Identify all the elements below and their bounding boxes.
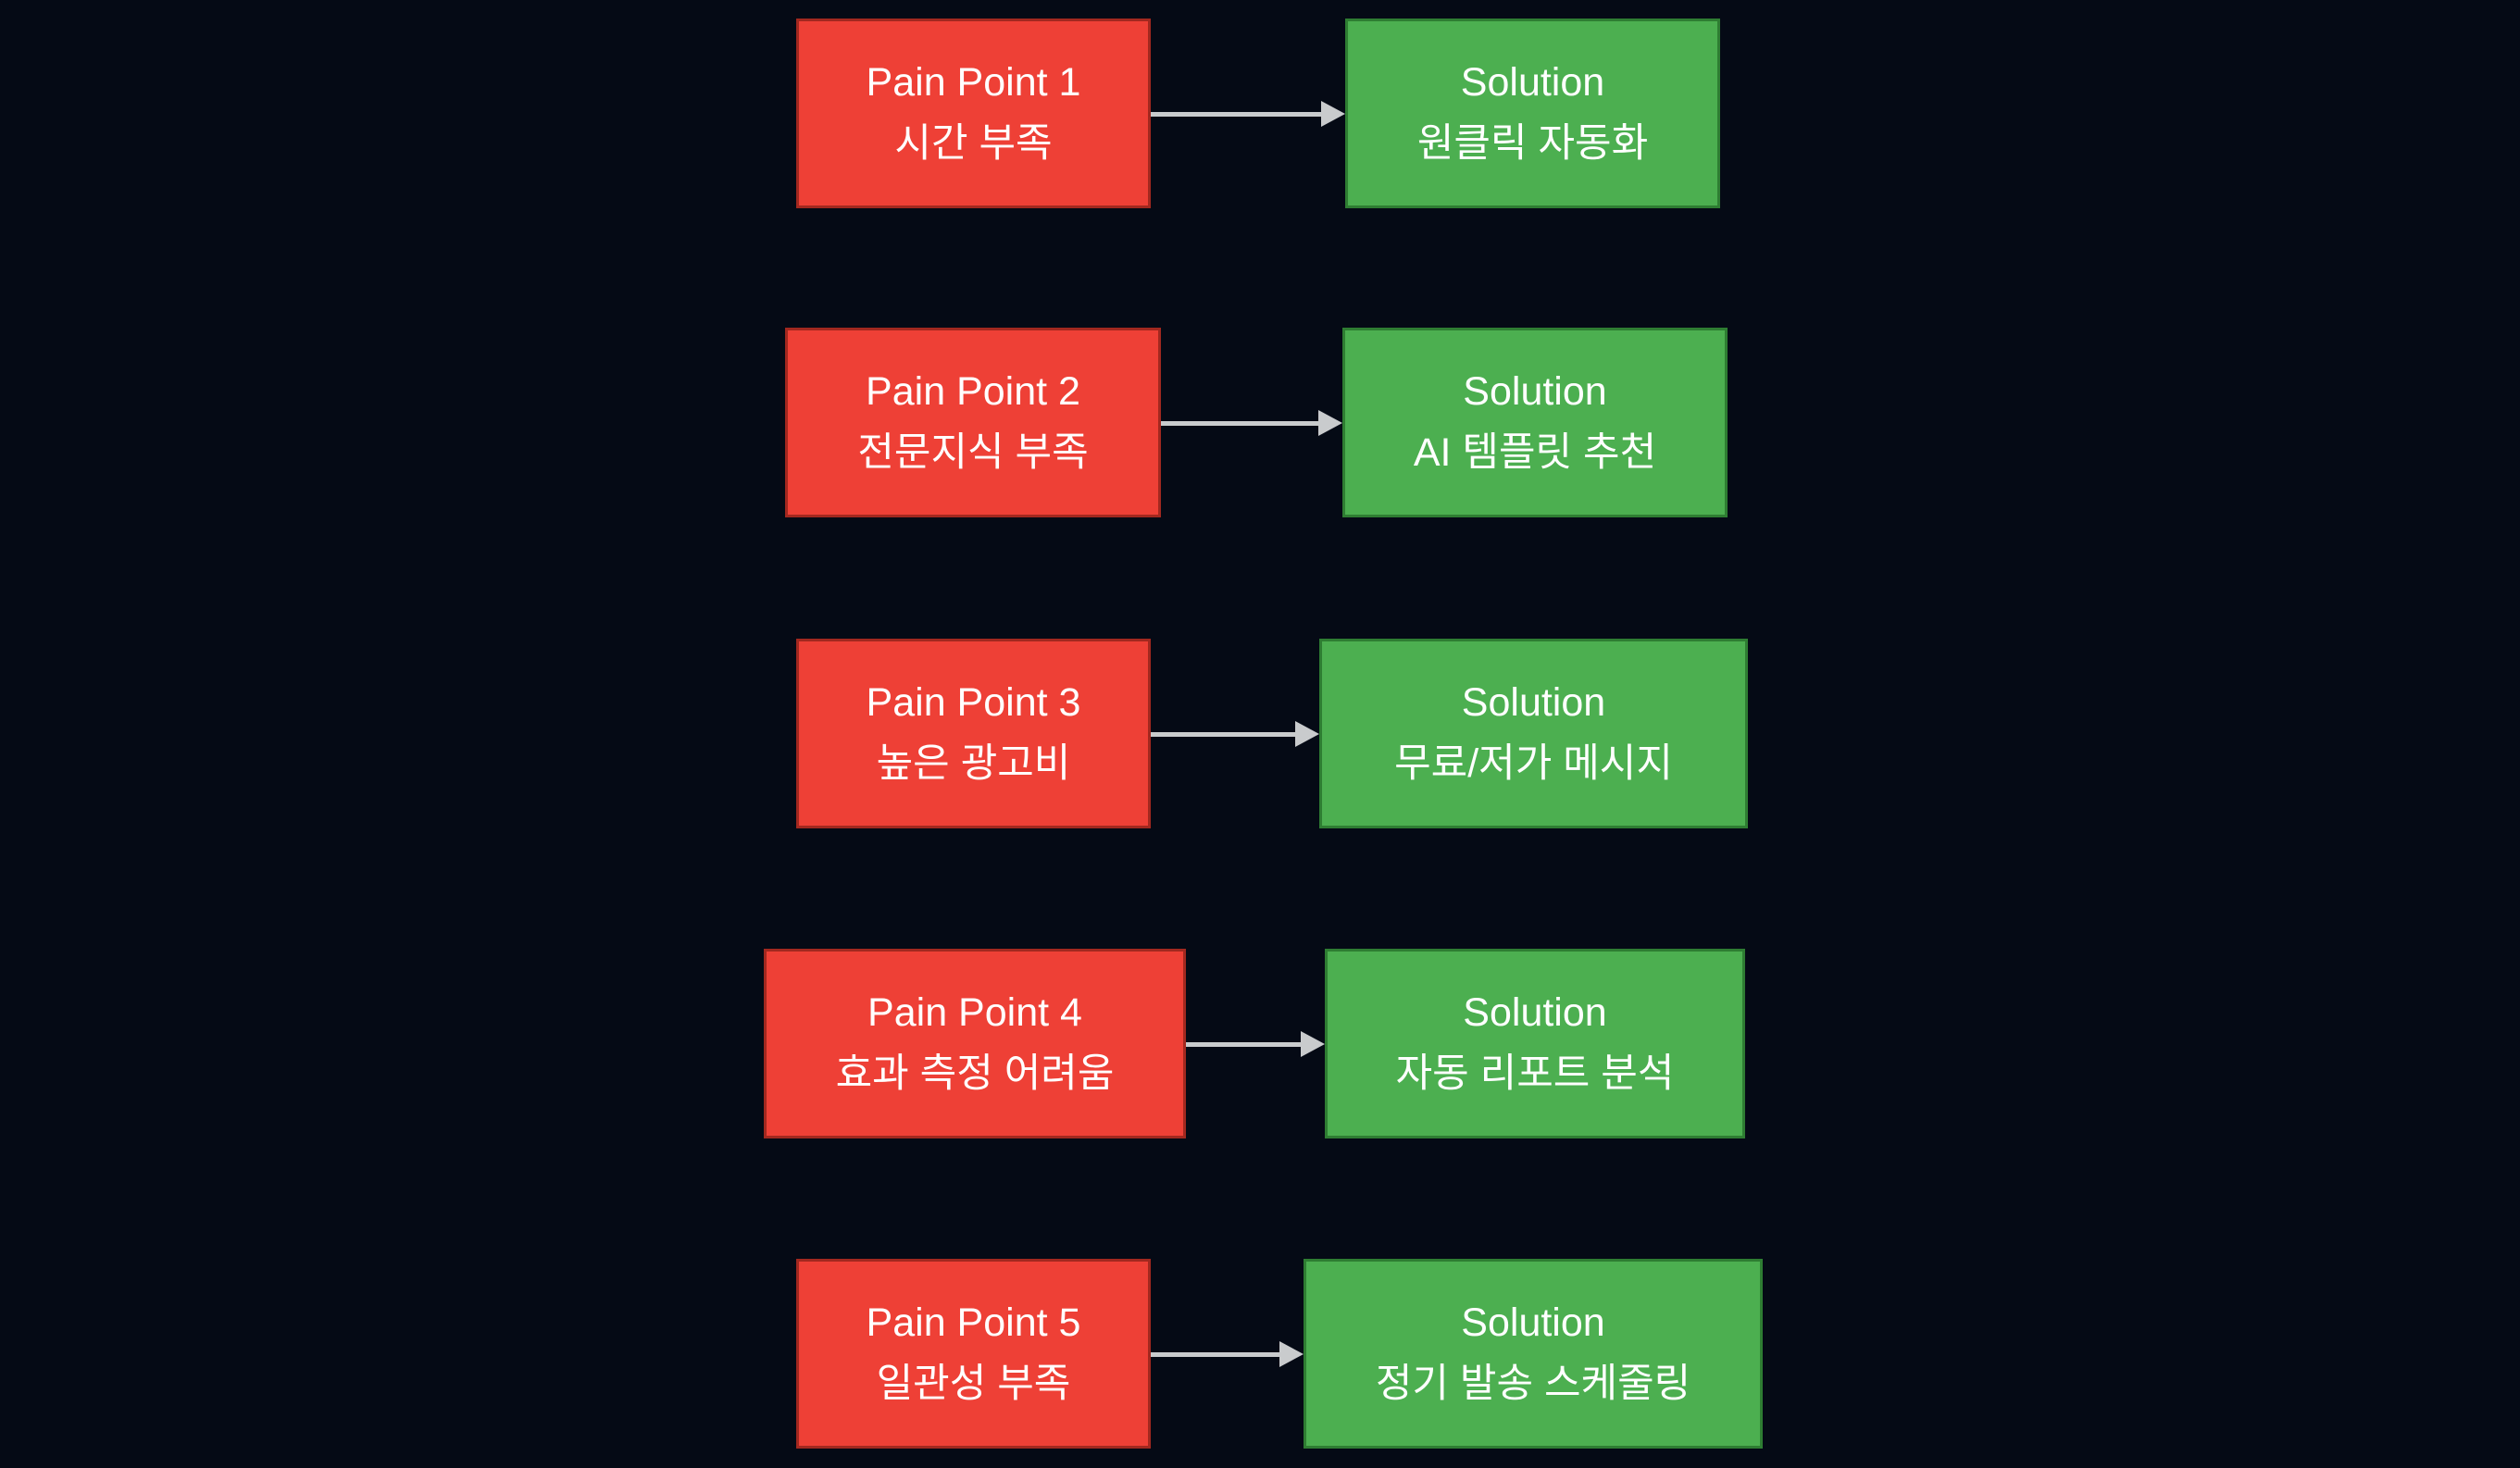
solution-box: Solution 원클릭 자동화 [1345,19,1720,208]
solution-subtitle: 원클릭 자동화 [1416,120,1649,166]
solution-subtitle: 무료/저가 메시지 [1394,740,1673,786]
arrow-shaft [1186,1041,1301,1047]
pain-solution-row: Pain Point 5 일관성 부족 Solution 정기 발송 스케줄링 [0,1259,2520,1449]
solution-title: Solution [1460,60,1605,106]
solution-subtitle: 자동 리포트 분석 [1395,1051,1675,1096]
pain-point-subtitle: 전문지식 부족 [857,429,1089,475]
solution-title: Solution [1461,680,1606,726]
pain-point-title: Pain Point 2 [866,369,1080,415]
pain-point-subtitle: 일관성 부족 [876,1361,1071,1406]
pain-point-title: Pain Point 3 [866,680,1081,726]
arrow-shaft [1151,111,1321,117]
arrow-head-icon [1301,1031,1325,1057]
pain-point-title: Pain Point 5 [866,1300,1081,1346]
pain-point-box: Pain Point 3 높은 광고비 [796,639,1151,828]
arrow-connector [1151,101,1345,127]
solution-subtitle: 정기 발송 스케줄링 [1375,1361,1691,1406]
pain-solution-row: Pain Point 2 전문지식 부족 Solution AI 템플릿 추천 [0,328,2520,517]
pain-point-title: Pain Point 1 [866,60,1081,106]
pain-point-box: Pain Point 2 전문지식 부족 [785,328,1161,517]
arrow-head-icon [1295,721,1319,747]
pain-solution-row: Pain Point 4 효과 측정 어려움 Solution 자동 리포트 분… [0,949,2520,1138]
arrow-shaft [1151,731,1295,737]
arrow-head-icon [1321,101,1345,127]
solution-box: Solution AI 템플릿 추천 [1342,328,1728,517]
solution-title: Solution [1463,369,1607,415]
solution-title: Solution [1461,1300,1605,1346]
pain-point-title: Pain Point 4 [867,990,1082,1036]
arrow-shaft [1151,1351,1279,1357]
arrow-head-icon [1279,1341,1304,1367]
arrow-connector [1151,721,1319,747]
arrow-shaft [1161,420,1318,426]
pain-point-box: Pain Point 4 효과 측정 어려움 [764,949,1186,1138]
pain-point-subtitle: 시간 부족 [894,120,1053,166]
pain-solution-row: Pain Point 3 높은 광고비 Solution 무료/저가 메시지 [0,639,2520,828]
pain-point-box: Pain Point 1 시간 부족 [796,19,1151,208]
arrow-connector [1161,410,1342,436]
pain-point-subtitle: 높은 광고비 [876,740,1071,786]
solution-box: Solution 정기 발송 스케줄링 [1304,1259,1763,1449]
pain-solution-row: Pain Point 1 시간 부족 Solution 원클릭 자동화 [0,19,2520,208]
arrow-connector [1151,1341,1304,1367]
solution-title: Solution [1463,990,1607,1036]
arrow-head-icon [1318,410,1342,436]
solution-box: Solution 자동 리포트 분석 [1325,949,1745,1138]
solution-subtitle: AI 템플릿 추천 [1413,429,1657,475]
solution-box: Solution 무료/저가 메시지 [1319,639,1748,828]
arrow-connector [1186,1031,1325,1057]
pain-point-box: Pain Point 5 일관성 부족 [796,1259,1151,1449]
pain-point-subtitle: 효과 측정 어려움 [835,1051,1115,1096]
